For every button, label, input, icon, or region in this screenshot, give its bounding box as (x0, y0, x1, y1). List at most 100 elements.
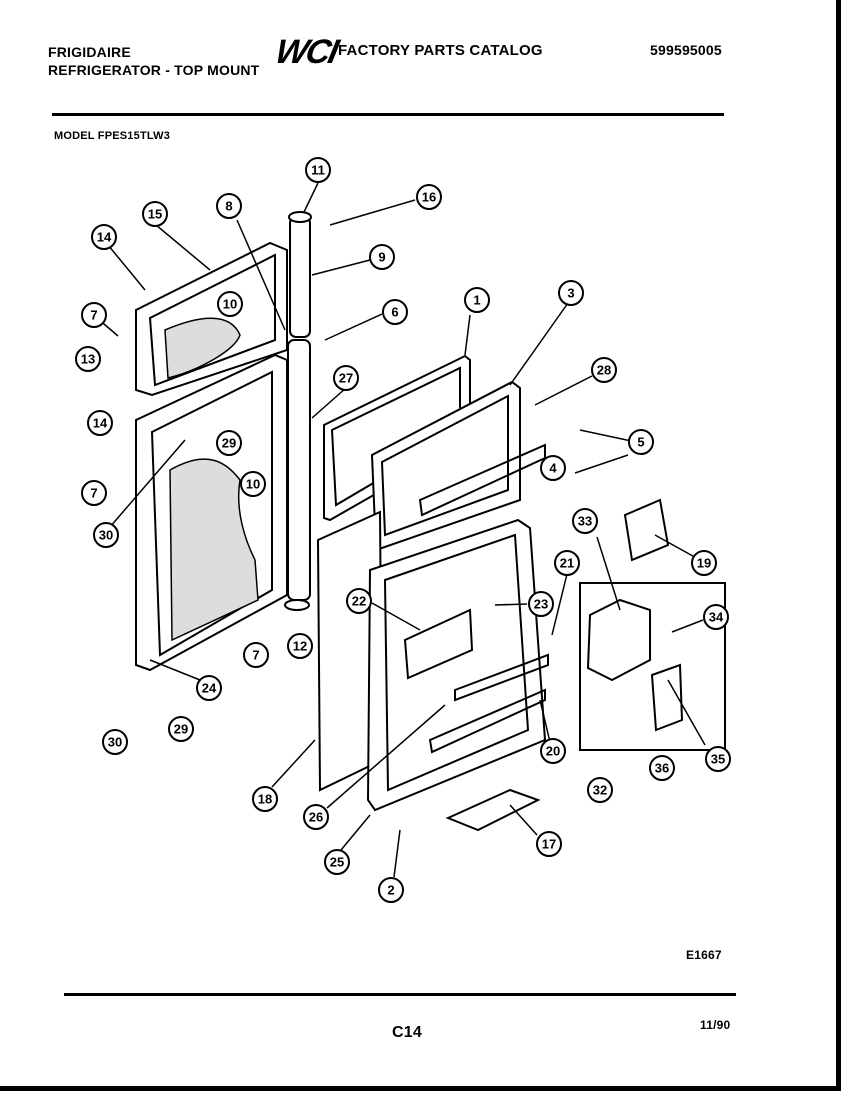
product-line: REFRIGERATOR - TOP MOUNT (48, 62, 260, 78)
callout-36: 36 (649, 755, 675, 781)
callout-13: 13 (75, 346, 101, 372)
leader-lines (96, 182, 706, 878)
svg-text:21: 21 (560, 556, 574, 571)
svg-text:34: 34 (709, 610, 724, 625)
callout-28: 28 (591, 357, 617, 383)
figure-code: E1667 (686, 948, 722, 962)
svg-text:29: 29 (174, 722, 188, 737)
callout-2: 2 (378, 877, 404, 903)
callout-7a: 7 (81, 302, 107, 328)
svg-text:23: 23 (534, 597, 548, 612)
egg-tray (445, 788, 541, 832)
freezer-gasket-liner (323, 354, 546, 552)
print-date: 11/90 (700, 1018, 731, 1032)
svg-text:17: 17 (542, 837, 556, 852)
callout-34: 34 (703, 604, 729, 630)
svg-text:30: 30 (108, 735, 122, 750)
callout-15: 15 (142, 201, 168, 227)
svg-text:7: 7 (90, 308, 97, 323)
svg-text:16: 16 (422, 190, 436, 205)
svg-text:18: 18 (258, 792, 272, 807)
callout-7c: 7 (243, 642, 269, 668)
svg-text:8: 8 (225, 199, 232, 214)
dairy-bin-assembly (579, 498, 726, 751)
svg-text:27: 27 (339, 371, 353, 386)
callout-19: 19 (691, 550, 717, 576)
svg-text:22: 22 (352, 594, 366, 609)
callout-26: 26 (303, 804, 329, 830)
svg-text:14: 14 (93, 416, 108, 431)
footer-rule (64, 993, 736, 996)
brand-name: FRIGIDAIRE (48, 44, 131, 60)
svg-text:26: 26 (309, 810, 323, 825)
catalog-number: 599595005 (650, 42, 722, 58)
callout-29b: 29 (168, 716, 194, 742)
callout-1: 1 (464, 287, 490, 313)
svg-text:13: 13 (81, 352, 95, 367)
callout-25: 25 (324, 849, 350, 875)
svg-text:9: 9 (378, 250, 385, 265)
svg-text:7: 7 (252, 648, 259, 663)
svg-text:33: 33 (578, 514, 592, 529)
callout-12: 12 (287, 633, 313, 659)
svg-text:20: 20 (546, 744, 560, 759)
callout-6: 6 (382, 299, 408, 325)
svg-text:5: 5 (637, 435, 644, 450)
callout-30a: 30 (93, 522, 119, 548)
callout-5: 5 (628, 429, 654, 455)
svg-text:28: 28 (597, 363, 611, 378)
svg-text:10: 10 (246, 477, 260, 492)
svg-text:24: 24 (202, 681, 217, 696)
callout-32: 32 (587, 777, 613, 803)
callout-11: 11 (305, 157, 331, 183)
svg-text:7: 7 (90, 486, 97, 501)
callout-balloons: 1 2 3 4 5 6 7 7 7 8 9 10 10 11 12 13 14 … (75, 157, 731, 903)
model-label: MODEL FPES15TLW3 (54, 130, 171, 142)
svg-text:11: 11 (311, 163, 325, 178)
svg-text:1: 1 (473, 293, 480, 308)
svg-text:19: 19 (697, 556, 711, 571)
header-rule (52, 113, 724, 116)
callout-27: 27 (333, 365, 359, 391)
svg-text:35: 35 (711, 752, 725, 767)
svg-text:36: 36 (655, 761, 669, 776)
callout-9: 9 (369, 244, 395, 270)
callout-10a: 10 (217, 291, 243, 317)
door-handles (284, 211, 312, 611)
svg-text:25: 25 (330, 855, 344, 870)
svg-text:29: 29 (222, 436, 236, 451)
callout-7b: 7 (81, 480, 107, 506)
callout-30b: 30 (102, 729, 128, 755)
svg-text:10: 10 (223, 297, 237, 312)
callout-16: 16 (416, 184, 442, 210)
callout-20: 20 (540, 738, 566, 764)
callout-3: 3 (558, 280, 584, 306)
callout-10b: 10 (240, 471, 266, 497)
svg-text:3: 3 (567, 286, 574, 301)
callout-21: 21 (554, 550, 580, 576)
fresh-food-gasket-liner (316, 510, 549, 812)
callout-4: 4 (540, 455, 566, 481)
callout-24: 24 (196, 675, 222, 701)
callout-22: 22 (346, 588, 372, 614)
callout-18: 18 (252, 786, 278, 812)
svg-text:32: 32 (593, 783, 607, 798)
svg-text:6: 6 (391, 305, 398, 320)
callout-17: 17 (536, 831, 562, 857)
callout-35: 35 (705, 746, 731, 772)
callout-14a: 14 (91, 224, 117, 250)
callout-33: 33 (572, 508, 598, 534)
svg-text:12: 12 (293, 639, 307, 654)
svg-text:4: 4 (549, 461, 557, 476)
fresh-food-door-panel (135, 353, 288, 672)
svg-text:2: 2 (387, 883, 394, 898)
catalog-title: FACTORY PARTS CATALOG (338, 42, 543, 59)
callout-29a: 29 (216, 430, 242, 456)
callout-23: 23 (528, 591, 554, 617)
svg-text:15: 15 (148, 207, 162, 222)
callout-8: 8 (216, 193, 242, 219)
callout-14b: 14 (87, 410, 113, 436)
svg-text:14: 14 (97, 230, 112, 245)
svg-text:30: 30 (99, 528, 113, 543)
